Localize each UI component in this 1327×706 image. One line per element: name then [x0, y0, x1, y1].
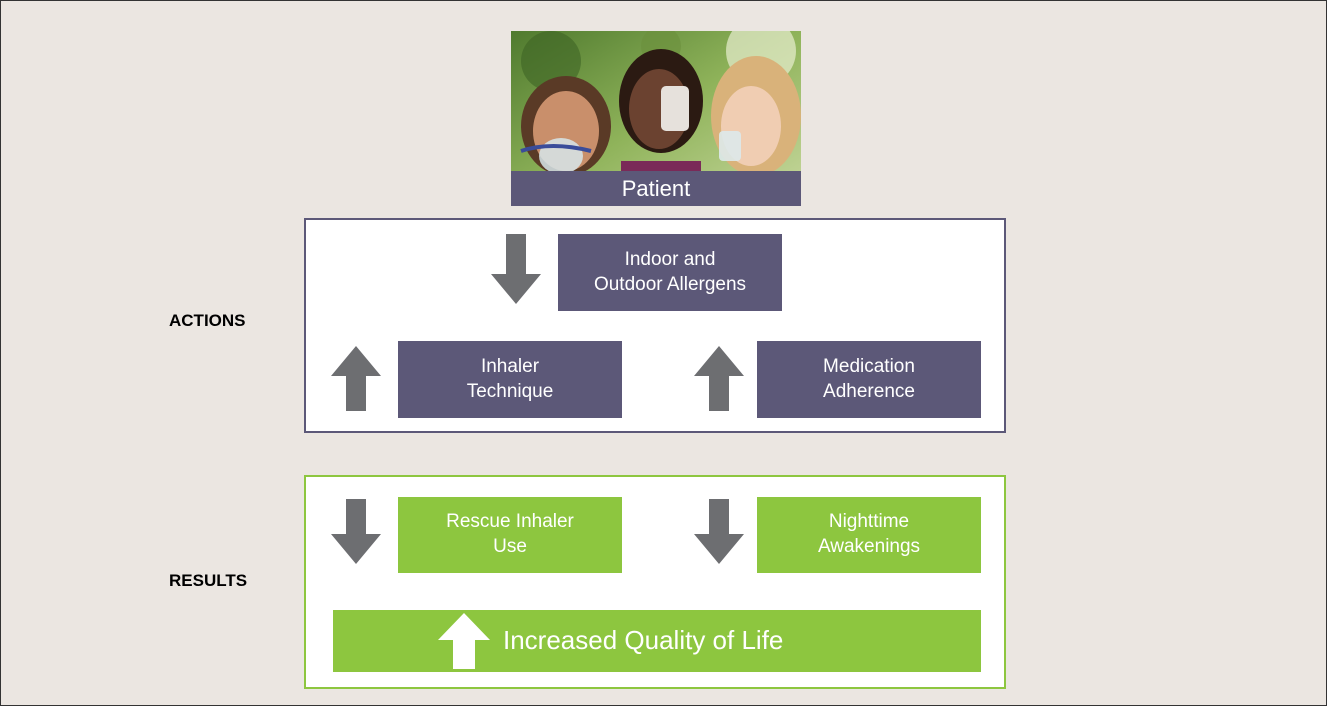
down-arrow-icon: [331, 499, 381, 564]
allergens-label: Indoor and Outdoor Allergens: [593, 248, 747, 295]
patient-caption: Patient: [511, 171, 801, 206]
rescue-inhaler-label: Rescue Inhaler Use: [446, 511, 574, 557]
down-arrow-icon: [694, 499, 744, 564]
up-arrow-icon: [694, 346, 744, 411]
quality-of-life-label: Increased Quality of Life: [503, 625, 784, 656]
medication-adherence-box: Medication Adherence: [757, 341, 981, 418]
medication-adherence-label: Medication Adherence: [823, 355, 915, 402]
up-arrow-icon: [331, 346, 381, 411]
actions-label: ACTIONS: [169, 311, 246, 330]
down-arrow-icon: [491, 234, 541, 304]
inhaler-technique-box: Inhaler Technique: [398, 341, 622, 418]
nighttime-awakenings-box: Nighttime Awakenings: [757, 497, 981, 573]
results-label: RESULTS: [169, 571, 248, 590]
rescue-inhaler-box: Rescue Inhaler Use: [398, 497, 622, 573]
nighttime-awakenings-label: Nighttime Awakenings: [817, 511, 921, 557]
quality-of-life-box: Increased Quality of Life: [333, 610, 981, 672]
up-arrow-white-icon: [438, 613, 490, 669]
patient-photo: Patient: [511, 31, 801, 206]
inhaler-technique-label: Inhaler Technique: [466, 355, 554, 402]
allergens-box: Indoor and Outdoor Allergens: [558, 234, 782, 311]
